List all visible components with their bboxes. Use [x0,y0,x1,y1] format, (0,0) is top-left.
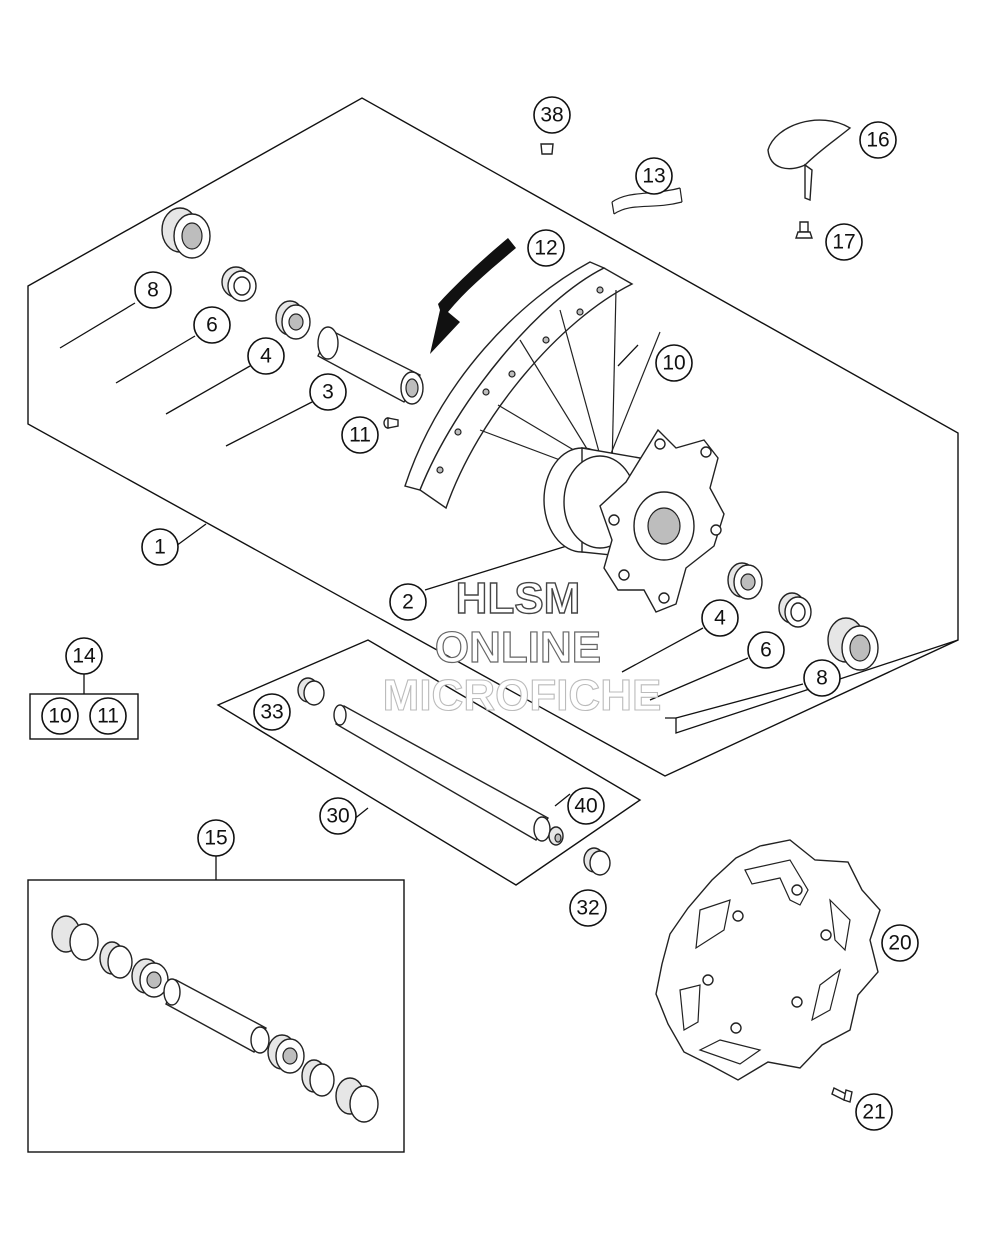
watermark-line-3: MICROFICHE [383,671,662,720]
callout-11-nipple-label: 11 [349,424,371,447]
callout-4-bottom-label: 4 [714,607,726,630]
callout-15-label: 15 [204,827,227,850]
callout-38[interactable]: 38 [533,96,571,134]
callout-32[interactable]: 32 [569,889,607,927]
callout-32-label: 32 [576,897,599,920]
rim-tape-13 [611,187,683,215]
callout-6-top[interactable]: 6 [193,306,231,344]
callout-21[interactable]: 21 [855,1093,893,1131]
callout-14-11-label: 11 [97,705,119,728]
rotation-arrow [430,238,516,354]
bearing-kit-parts [51,915,379,1123]
watermark-line-1: HLSM [456,574,581,623]
callout-11-nipple[interactable]: 11 [341,416,379,454]
callout-4-top-label: 4 [260,345,272,368]
rim-12 [404,261,634,510]
callout-21-label: 21 [862,1101,885,1124]
brake-disc-20 [655,839,881,1081]
callout-17-label: 17 [832,231,855,254]
callout-3-label: 3 [322,381,334,404]
callout-13[interactable]: 13 [635,157,673,195]
callout-8-bottom-label: 8 [816,667,828,690]
spoke-nipple-11 [383,417,399,429]
callout-6-bottom[interactable]: 6 [747,631,785,669]
callout-4-bottom[interactable]: 4 [701,599,739,637]
callout-13-label: 13 [642,165,665,188]
collar-screw-40 [548,826,564,846]
callout-17[interactable]: 17 [825,223,863,261]
callout-30-label: 30 [326,805,349,828]
callout-8-bottom[interactable]: 8 [803,659,841,697]
rim-lock-16 [767,119,852,202]
callout-40[interactable]: 40 [567,787,605,825]
callout-30[interactable]: 30 [319,797,357,835]
watermark-line-2: ONLINE [435,623,601,672]
distance-sleeve-3 [317,326,424,405]
callout-2-label: 2 [402,591,414,614]
bearing-4-top [275,300,311,340]
callout-2[interactable]: 2 [389,583,427,621]
callout-16[interactable]: 16 [859,121,897,159]
callout-12-label: 12 [534,237,557,260]
callout-20[interactable]: 20 [881,924,919,962]
callout-1-label: 1 [154,536,166,559]
hub-spacer-8-top [161,207,211,259]
callout-10-spokes-label: 10 [662,352,685,375]
callout-12[interactable]: 12 [527,229,565,267]
callout-33[interactable]: 33 [253,693,291,731]
callout-4-top[interactable]: 4 [247,337,285,375]
cap-38 [540,143,554,155]
shaft-seal-6-top [221,266,257,302]
hub-spacer-8-bottom [827,617,879,671]
callout-33-label: 33 [260,701,283,724]
callout-3[interactable]: 3 [309,373,347,411]
callout-1[interactable]: 1 [141,528,179,566]
callout-15[interactable]: 15 [197,819,235,857]
wheel-spindle-30 [333,704,551,842]
callout-14-10[interactable]: 10 [41,697,79,735]
screw-21 [831,1087,853,1103]
shaft-seal-33 [297,677,325,706]
callout-6-top-label: 6 [206,314,218,337]
nut-17 [795,221,813,239]
callout-16-label: 16 [866,129,889,152]
shaft-seal-32 [583,847,611,876]
callout-38-label: 38 [540,104,563,127]
axle-kit-frame [216,639,642,886]
callout-8-top-label: 8 [147,279,159,302]
callout-14[interactable]: 14 [65,637,103,675]
shaft-seal-6-bottom [778,592,812,628]
callout-10-spokes[interactable]: 10 [655,344,693,382]
watermark: HLSM ONLINE MICROFICHE [382,573,662,720]
callout-14-11[interactable]: 11 [89,697,127,735]
callout-14-10-label: 10 [48,705,71,728]
callout-6-bottom-label: 6 [760,639,772,662]
callout-20-label: 20 [888,932,911,955]
callout-40-label: 40 [574,795,597,818]
callout-8-top[interactable]: 8 [134,271,172,309]
wheel-hub-2 [543,428,725,613]
callout-14-label: 14 [72,645,96,668]
bearing-4-bottom [727,562,763,600]
